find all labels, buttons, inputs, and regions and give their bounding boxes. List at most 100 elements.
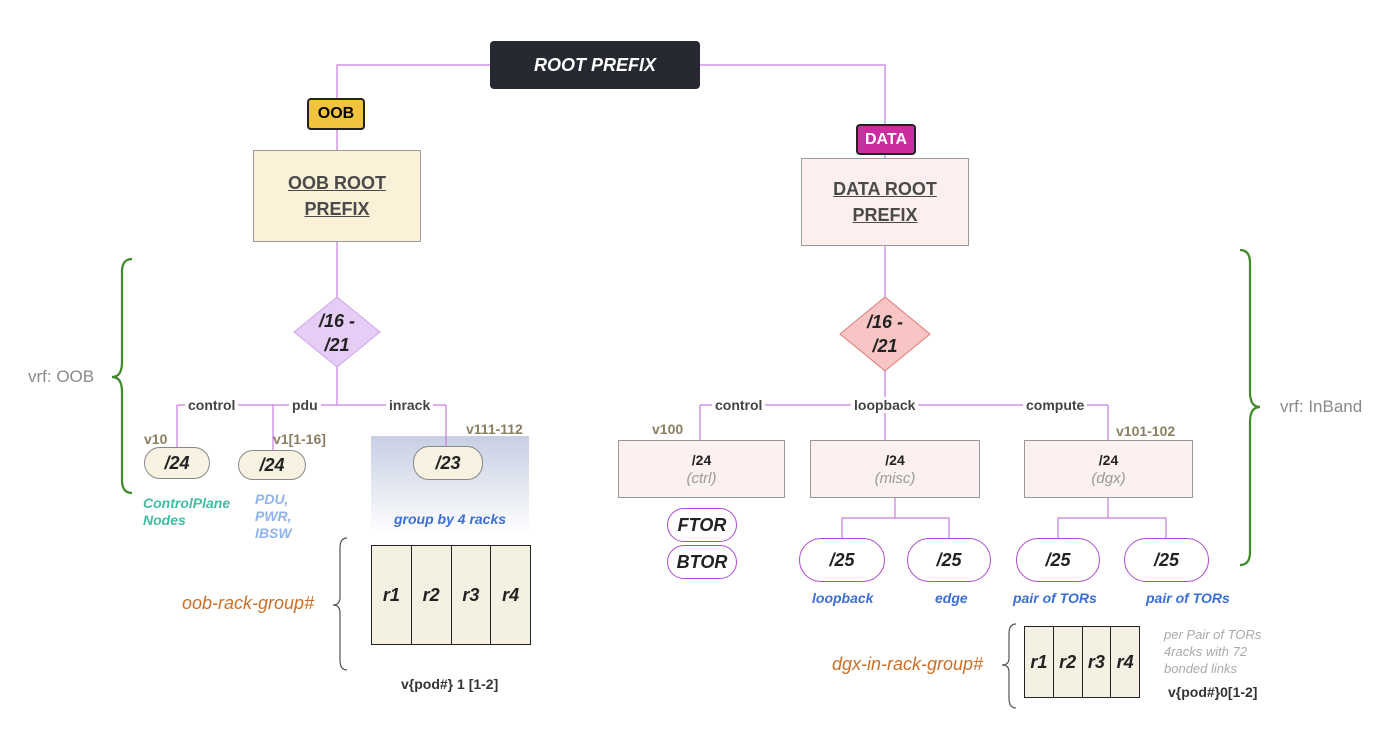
oob-range-line-2: /21 [324,335,350,355]
data-tag[interactable]: DATA [856,124,916,155]
data-dgx-prefix-box[interactable]: /24 (dgx) [1024,440,1193,498]
oob-rack-strip: r1 r2 r3 r4 [371,545,531,645]
oob-rack-3-label: r3 [462,584,480,605]
oob-inrack-note: group by 4 racks [394,511,507,527]
oob-inrack-prefix[interactable]: /23 [413,446,483,480]
root-prefix-box[interactable]: ROOT PREFIX [490,41,700,89]
oob-rack-2[interactable]: r2 [411,545,452,645]
dgx-rack-2[interactable]: r2 [1053,626,1083,698]
dgx-rack-group-vlan: v{pod#}0[1-2] [1168,684,1258,700]
data-root-line-1: DATA ROOT [833,179,937,199]
data-misc-prefix-box[interactable]: /24 (misc) [810,440,980,498]
dgx-rack-group-note-line-1: per Pair of TORs [1164,627,1262,642]
dgx-rack-4-label: r4 [1116,651,1134,672]
vrf-oob-label: vrf: OOB [28,367,95,386]
connector-root-oob [336,64,490,98]
misc-edge-prefix-label: /25 [936,549,962,570]
data-range-diamond [839,296,931,372]
oob-branch-inrack-label: inrack [386,397,434,413]
data-range-line-1: /16 - [866,312,904,332]
vrf-inband-brace [1239,248,1261,567]
oob-pdu-note-line-2: PWR, [255,508,292,524]
misc-edge-prefix[interactable]: /25 [907,538,991,582]
root-prefix-label: ROOT PREFIX [533,54,656,75]
dgx-rack-3-label: r3 [1087,651,1105,672]
oob-root-prefix-box[interactable]: OOB ROOT PREFIX [253,150,421,242]
data-dgx-sub: (dgx) [1091,469,1126,487]
vrf-oob-brace [111,257,133,495]
oob-pdu-note-line-3: IBSW [255,525,292,541]
data-misc-prefix: /24 [885,451,905,468]
oob-branch-control-label: control [185,397,239,413]
oob-rack-group-label: oob-rack-group# [182,593,315,613]
dgx-rack-4[interactable]: r4 [1111,626,1140,698]
oob-range-line-1: /16 - [318,311,356,331]
oob-range-diamond [293,296,381,368]
dgx-rack-1[interactable]: r1 [1024,626,1054,698]
oob-pdu-prefix[interactable]: /24 [238,450,306,480]
data-ctrl-sub: (ctrl) [686,469,717,487]
oob-control-vlan: v10 [144,431,168,447]
oob-pdu-note-line-1: PDU, [255,491,289,507]
oob-control-prefix-label: /24 [164,452,190,473]
dgx-tor-note-1: pair of TORs [1013,590,1097,606]
data-ctrl-prefix: /24 [691,451,712,468]
dgx-tor-prefix-1[interactable]: /25 [1016,538,1100,582]
oob-tag-label: OOB [317,105,355,122]
oob-rack-3[interactable]: r3 [451,545,492,645]
oob-rack-1-label: r1 [382,584,400,605]
oob-inrack-prefix-label: /23 [435,452,461,473]
ftor-pill[interactable]: FTOR [667,508,737,542]
dgx-tor-note-2: pair of TORs [1146,590,1230,606]
oob-tag[interactable]: OOB [307,98,365,130]
vrf-inband-label: vrf: InBand [1280,397,1363,416]
oob-rack-4[interactable]: r4 [491,545,531,645]
dgx-rack-strip: r1 r2 r3 r4 [1024,626,1140,698]
oob-pdu-note: PDU, PWR, IBSW [255,491,292,542]
dgx-rack-group-label: dgx-in-rack-group# [832,654,984,674]
btor-label: BTOR [676,551,728,572]
oob-control-note-line-2: Nodes [143,512,186,528]
oob-rack-group-brace [332,537,348,671]
btor-pill[interactable]: BTOR [667,545,737,579]
data-tag-label: DATA [864,130,908,148]
dgx-tor-prefix-1-label: /25 [1045,549,1071,570]
misc-loopback-prefix-label: /25 [829,549,855,570]
misc-loopback-prefix[interactable]: /25 [799,538,885,582]
dgx-rack-3[interactable]: r3 [1082,626,1112,698]
connector-dgx-left [1057,498,1109,538]
dgx-rack-group-note-line-3: bonded links [1164,661,1237,676]
connector-misc-left [841,498,896,538]
data-dgx-prefix: /24 [1098,451,1119,468]
oob-rack-group-vlan: v{pod#} 1 [1-2] [401,676,499,692]
data-range-text: /16 - /21 [845,309,925,359]
oob-pdu-prefix-label: /24 [259,454,285,475]
oob-control-note-line-1: ControlPlane [143,495,231,511]
data-ctrl-prefix-box[interactable]: /24 (ctrl) [618,440,785,498]
data-root-prefix-box[interactable]: DATA ROOT PREFIX [801,158,969,246]
dgx-rack-group-note: per Pair of TORs 4racks with 72 bonded l… [1164,626,1261,677]
connector-root-data [700,64,886,124]
oob-root-line-2: PREFIX [304,199,370,219]
data-root-line-2: PREFIX [852,205,918,225]
data-branch-control-label: control [712,397,766,413]
oob-rack-4-label: r4 [502,584,520,605]
dgx-tor-prefix-2[interactable]: /25 [1124,538,1209,582]
oob-control-note: ControlPlane Nodes [143,495,230,529]
data-control-vlan: v100 [652,421,684,437]
data-branch-compute-label: compute [1023,397,1088,413]
oob-branch-pdu-label: pdu [289,397,321,413]
oob-rack-1[interactable]: r1 [371,545,412,645]
dgx-rack-1-label: r1 [1030,651,1048,672]
ftor-label: FTOR [677,514,727,535]
dgx-rack-group-brace [1001,623,1017,709]
data-branch-loopback-label: loopback [851,397,919,413]
oob-inrack-vlan: v111-112 [466,421,523,437]
oob-pdu-vlan: v1[1-16] [273,431,326,447]
oob-root-line-1: OOB ROOT [288,173,386,193]
oob-rack-2-label: r2 [422,584,440,605]
oob-control-prefix[interactable]: /24 [144,447,210,479]
connector-misc-right [895,517,950,538]
connector-dgx-right [1108,517,1167,538]
